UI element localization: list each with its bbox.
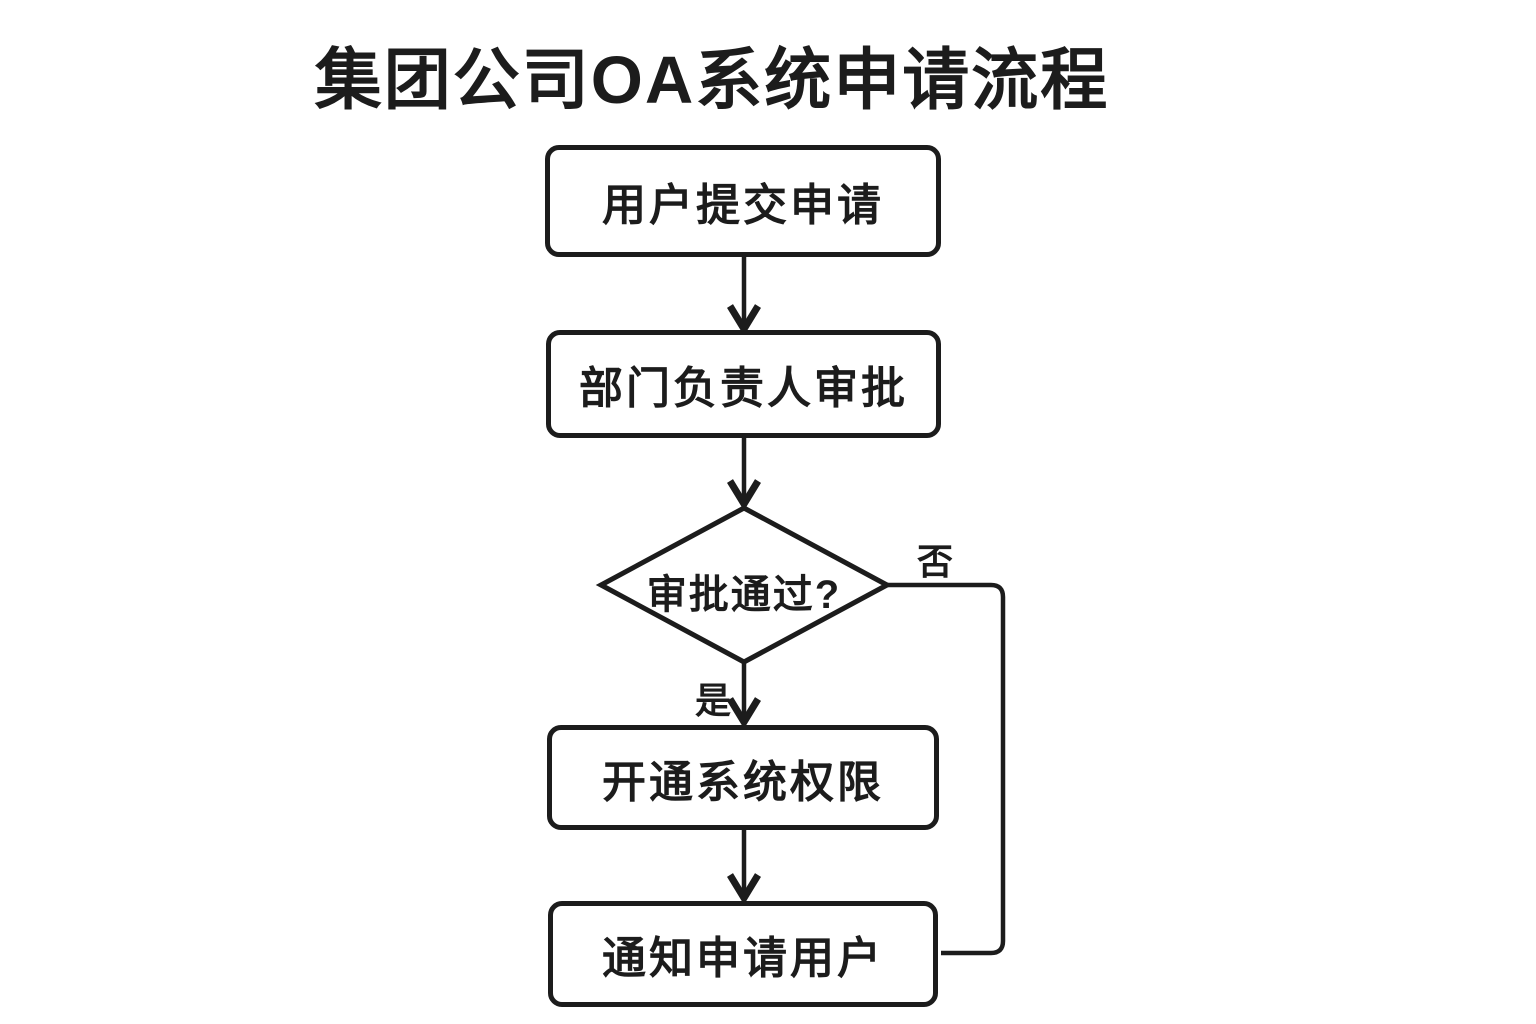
node-user-submit-label: 用户提交申请 [602,181,884,230]
node-grant-access: 开通系统权限 [547,725,939,830]
arrowhead-approve [727,304,761,336]
node-notify-user: 通知申请用户 [548,901,938,1007]
node-user-submit: 用户提交申请 [545,145,941,257]
edge-decision-notify-no [887,582,1006,956]
arrowhead-decision [727,479,761,511]
arrowhead-notify [727,873,761,905]
node-dept-approval: 部门负责人审批 [546,330,941,438]
node-decision-label: 审批通过? [646,573,842,617]
page-title: 集团公司OA系统申请流程 [314,43,1110,118]
edge-label-yes: 是 [695,680,732,721]
node-grant-access-label: 开通系统权限 [602,757,884,807]
node-dept-approval-label: 部门负责人审批 [579,364,908,413]
arrowhead-grant [727,697,761,729]
edge-label-no: 否 [917,541,954,582]
node-notify-user-label: 通知申请用户 [602,934,884,983]
